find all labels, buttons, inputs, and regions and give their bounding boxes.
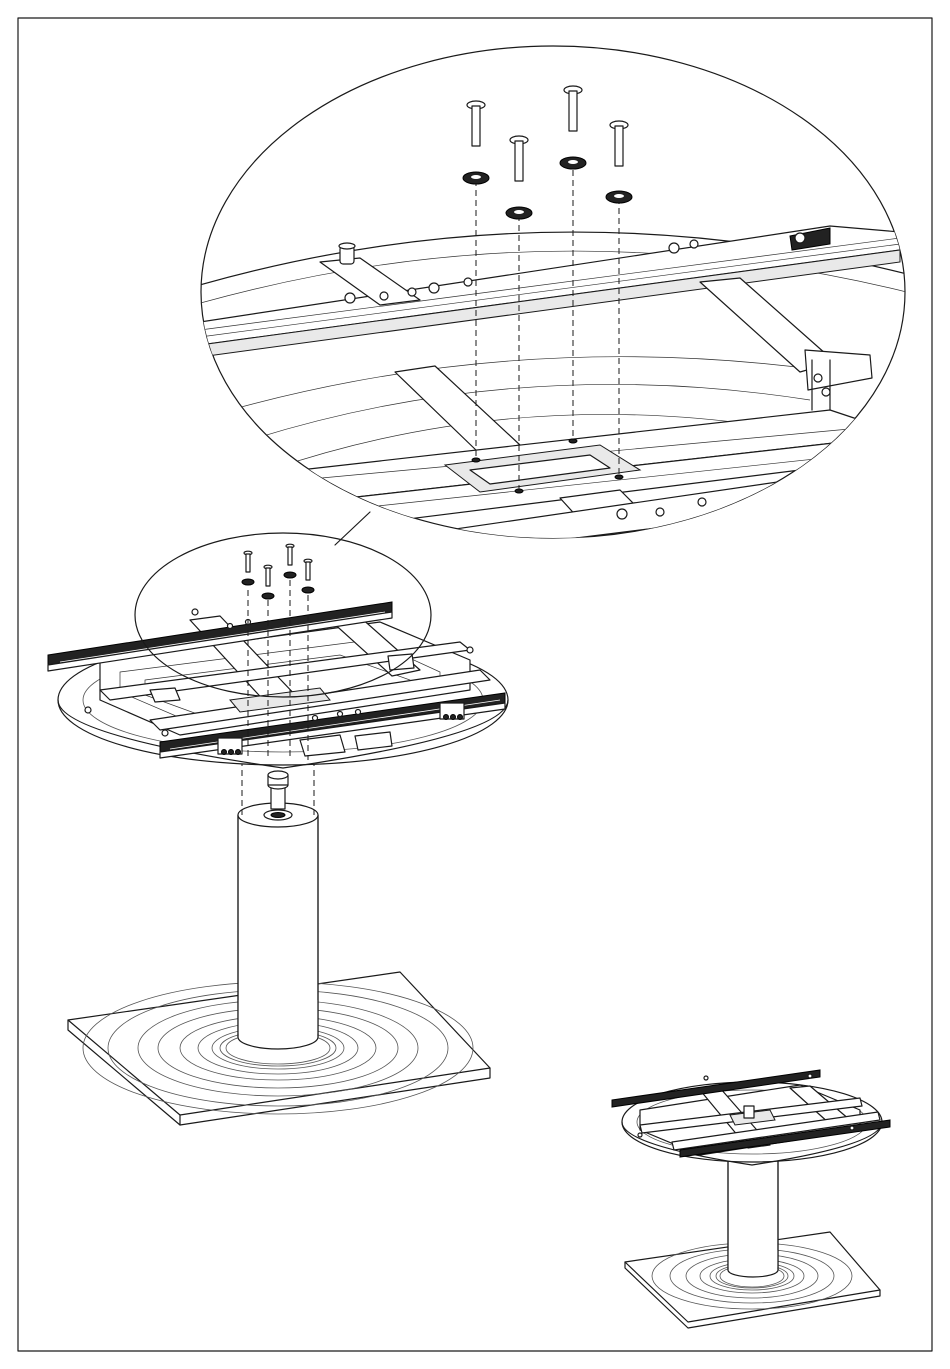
detail-contents	[150, 226, 930, 560]
screw-icon	[467, 101, 485, 146]
washer-icon	[606, 191, 632, 203]
washer-icon	[560, 157, 586, 169]
pedestal-column	[238, 803, 318, 1049]
detail-leader-line	[335, 512, 370, 545]
screw-icon	[564, 86, 582, 131]
washer-icon	[506, 207, 532, 219]
screw-icon	[510, 136, 528, 181]
table-top-underside	[48, 602, 508, 768]
main-assembly	[48, 533, 508, 1125]
finished-table-thumbnail	[612, 1070, 890, 1328]
screw-icon	[242, 551, 254, 585]
screw-icon	[284, 544, 296, 578]
detail-view	[150, 46, 930, 560]
screw-icon	[610, 121, 628, 166]
center-bolt-icon	[268, 771, 288, 809]
washer-icon	[463, 172, 489, 184]
screw-icon	[302, 559, 314, 593]
screw-icon	[262, 565, 274, 599]
